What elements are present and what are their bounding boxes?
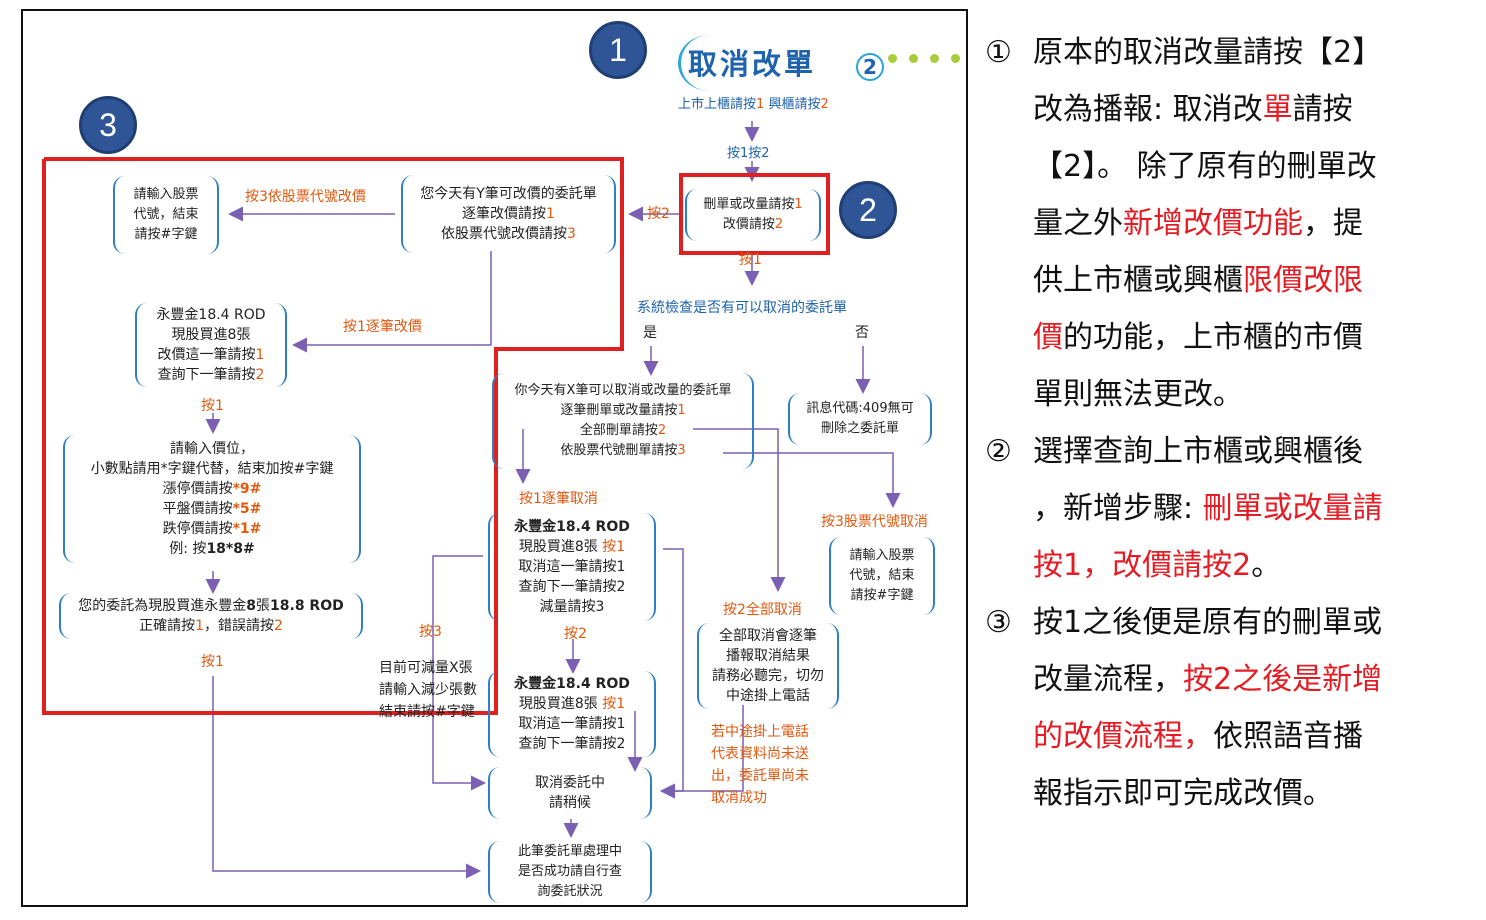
yes-label: 是 [643,325,657,341]
badge-1: 1 [589,21,647,79]
highlight-box-step2 [679,173,830,255]
note-2: ② 選擇查詢上市櫃或興櫃後 ，新增步驟: 刪單或改量請 按1，改價請按2。 [985,434,1383,583]
note-3: ③ 按1之後便是原有的刪單或 改量流程，按2之後是新增 的改價流程，依照語音播 … [985,605,1383,811]
order-detail-box-left: 永豐金18.4 ROD 現股買進8張 改價這一筆請按1 查詢下一筆請按2 [135,303,287,387]
press-1-label: 按1 [739,252,762,268]
press-1-confirm-label: 按1 [201,654,224,670]
dot-icon [888,54,897,63]
no-label: 否 [855,325,869,341]
input-stock-code-box-left: 請輸入股票 代號，結束 請按#字鍵 [113,176,219,254]
disconnect-warning-text: 若中途掛上電話 代表資料尚未送 出，委託單尚未 取消成功 [711,724,809,806]
cancel-options-box: 你今天有X筆可以取消或改量的委託單 逐筆刪單或改量請按1 全部刪單請按2 依股票… [492,373,754,469]
order-cancel-box-2: 永豐金18.4 ROD 現股買進8張 按1 取消這一筆請按1 查詢下一筆請按2 [488,671,656,757]
processing-box: 此筆委託單處理中 是否成功請自行查 詢委託狀況 [488,841,652,903]
side-notes: ① 原本的取消改量請按【2】 改為播報: 取消改單請按 【2】。 除了原有的刪單… [985,24,1455,822]
badge-2: 2 [839,181,897,239]
note-1: ① 原本的取消改量請按【2】 改為播報: 取消改單請按 【2】。 除了原有的刪單… [985,35,1383,412]
press-1-or-2-label: 按1按2 [727,146,770,161]
press-3-reduce-label: 按3 [419,624,442,640]
press-2-all-cancel-label: 按2全部取消 [723,602,802,618]
highlight-box-step3 [42,157,624,715]
dot-icon [951,54,960,63]
press-1-each-price-label: 按1逐筆改價 [343,319,422,335]
input-price-box: 請輸入價位， 小數點請用*字鍵代替，結束加按#字鍵 漲停價請按*9# 平盤價請按… [63,435,361,563]
press-1-left-label: 按1 [201,398,224,414]
connector-lines [205,121,901,879]
press-1-each-cancel-label: 按1逐筆取消 [519,491,598,507]
flow-title: 取消改單 [688,47,817,81]
confirm-order-box: 您的委託為現股買進永豐金8張18.8 ROD 正確請按1，錯誤請按2 [59,593,363,639]
dot-icon [930,54,939,63]
market-choice-label: 上市上櫃請按1 興櫃請按2 [678,97,829,112]
flowchart-frame: 取消改單 2 上市上櫃請按1 興櫃請按2 按1按2 1 2 3 刪單或改量請按1… [21,9,968,907]
check-cancelable-label: 系統檢查是否有可以取消的委託單 [637,300,847,316]
order-cancel-box-1: 永豐金18.4 ROD 現股買進8張 按1 取消這一筆請按1 查詢下一筆請按2 … [488,513,656,621]
modify-price-options-box: 您今天有Y筆可改價的委託單 逐筆改價請按1 依股票代號改價請按3 [401,175,616,253]
dot-icon [909,54,918,63]
press-2-label: 按2 [647,206,670,222]
press-3-by-code-cancel-label: 按3股票代號取消 [821,514,928,530]
reduce-quantity-text: 目前可減量X張 請輸入減少張數 結束請按#字鍵 [379,660,477,720]
title-arc-decoration [678,35,741,91]
canceling-box: 取消委託中 請稍候 [488,767,652,819]
input-stock-code-box-right: 請輸入股票 代號，結束 請按#字鍵 [829,537,935,615]
press-2-mid-label: 按2 [564,626,587,642]
press-3-by-code-price-label: 按3依股票代號改價 [245,189,366,205]
cancel-all-box: 全部取消會逐筆 播報取消結果 請務必聽完，切勿 中途掛上電話 [697,623,839,709]
title-number-badge: 2 [856,53,884,81]
badge-3: 3 [79,96,137,154]
error-message-box: 訊息代碼:409無可 刪除之委託單 [788,393,932,445]
delete-or-modify-box: 刪單或改量請按1 改價請按2 [685,189,821,241]
